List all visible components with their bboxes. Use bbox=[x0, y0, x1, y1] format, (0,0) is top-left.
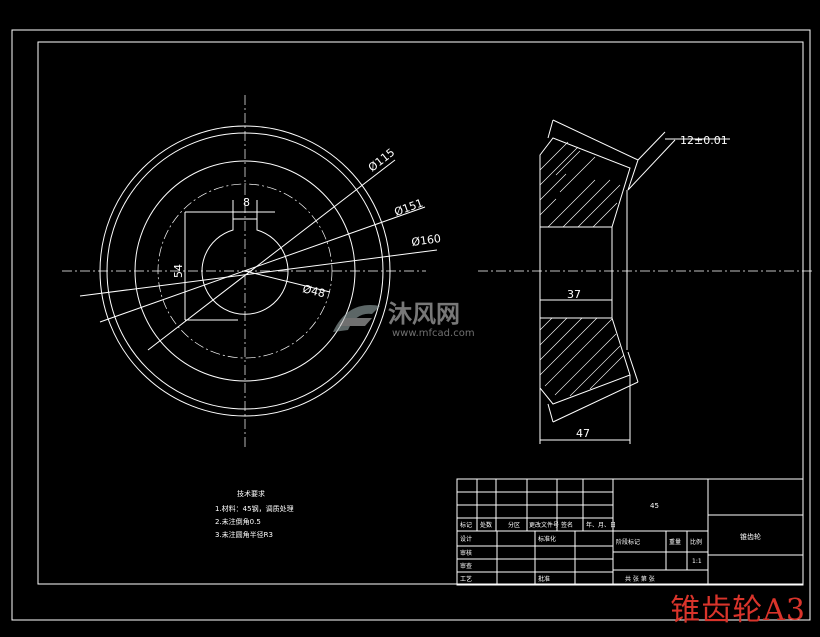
dim-dia-160: Ø160 bbox=[411, 232, 442, 249]
label-weight: 重量 bbox=[669, 538, 681, 546]
tol-leader bbox=[627, 139, 676, 191]
dim-total-length: 47 bbox=[576, 427, 590, 440]
revision-grid bbox=[457, 479, 803, 585]
leader-115 bbox=[147, 159, 396, 351]
material-value: 45 bbox=[650, 502, 659, 510]
upper-hatching bbox=[539, 141, 621, 228]
hub-outer-lines bbox=[611, 190, 628, 350]
lower-tooth-edge bbox=[547, 403, 554, 423]
label-date: 年、月、日 bbox=[586, 521, 616, 529]
label-signature: 签名 bbox=[561, 521, 573, 529]
watermark-sub: www.mfcad.com bbox=[392, 328, 475, 339]
dim-hub-length: 37 bbox=[567, 288, 581, 301]
lower-tooth-back bbox=[627, 351, 639, 383]
label-sheets: 共 张 第 张 bbox=[625, 575, 655, 583]
label-mark: 标记 bbox=[460, 521, 472, 529]
scale-value: 1:1 bbox=[692, 558, 702, 565]
label-zone: 分区 bbox=[508, 521, 520, 529]
tip-circle bbox=[106, 132, 384, 410]
watermark-main: 沐风网 bbox=[388, 300, 460, 328]
dim-tolerance: 12±0.01 bbox=[680, 134, 728, 147]
upper-tooth-edge bbox=[547, 119, 554, 139]
tech-requirements: 技术要求 1.材料：45钢，调质处理 2.未注倒角0.5 3.未注圆角半径R3 bbox=[215, 489, 294, 539]
dim-dia-48: Ø48 bbox=[301, 282, 326, 300]
inner-frame bbox=[37, 41, 804, 585]
leader-48 bbox=[244, 270, 331, 293]
label-design: 设计 bbox=[460, 535, 472, 543]
title-block: 45 锥齿轮 1:1 标记 处数 分区 更改文件号 签名 年、月、日 设计 标准… bbox=[456, 478, 804, 586]
label-check: 审核 bbox=[460, 549, 472, 557]
label-process: 工艺 bbox=[460, 575, 472, 583]
label-review: 审查 bbox=[460, 562, 472, 570]
corner-title: 锥齿轮A3 bbox=[670, 593, 806, 628]
dim-dia-151: Ø151 bbox=[393, 196, 425, 218]
upper-tooth-top bbox=[552, 119, 639, 161]
leader-151 bbox=[99, 206, 426, 323]
upper-tooth-back bbox=[627, 159, 639, 191]
label-ratio: 比例 bbox=[690, 538, 702, 546]
front-view: 8 54 Ø115 Ø151 Ø160 Ø48 bbox=[62, 95, 442, 450]
label-count: 处数 bbox=[480, 521, 492, 529]
lower-section-outline bbox=[539, 317, 631, 405]
mid-circle bbox=[134, 160, 356, 382]
tech-item-2: 2.未注倒角0.5 bbox=[215, 517, 261, 526]
watermark-logo: 沐风网 www.mfcad.com bbox=[333, 300, 475, 339]
part-name: 锥齿轮 bbox=[740, 532, 761, 541]
lower-tooth-top bbox=[552, 381, 639, 423]
dim-keyway-width: 8 bbox=[243, 196, 250, 209]
tech-title: 技术要求 bbox=[237, 489, 265, 498]
label-stage-mark: 阶段标记 bbox=[616, 538, 640, 546]
label-standardize: 标准化 bbox=[538, 535, 556, 543]
pitch-circle bbox=[157, 183, 333, 359]
tech-item-1: 1.材料：45钢，调质处理 bbox=[215, 504, 294, 513]
leader-160 bbox=[79, 249, 438, 297]
dim-keyway-depth: 54 bbox=[172, 264, 185, 278]
upper-section-outline bbox=[539, 137, 631, 228]
bore-keyway bbox=[201, 218, 289, 315]
label-change-doc: 更改文件号 bbox=[529, 521, 559, 529]
section-view: 37 47 12±0.01 bbox=[478, 119, 812, 444]
tech-item-3: 3.未注圆角半径R3 bbox=[215, 530, 273, 539]
title-block-frame bbox=[456, 478, 804, 586]
label-approve: 批准 bbox=[538, 575, 550, 583]
lower-hatching bbox=[539, 317, 625, 397]
outer-frame bbox=[11, 29, 811, 621]
outer-circle bbox=[99, 125, 391, 417]
tol-ext-1 bbox=[637, 131, 666, 161]
